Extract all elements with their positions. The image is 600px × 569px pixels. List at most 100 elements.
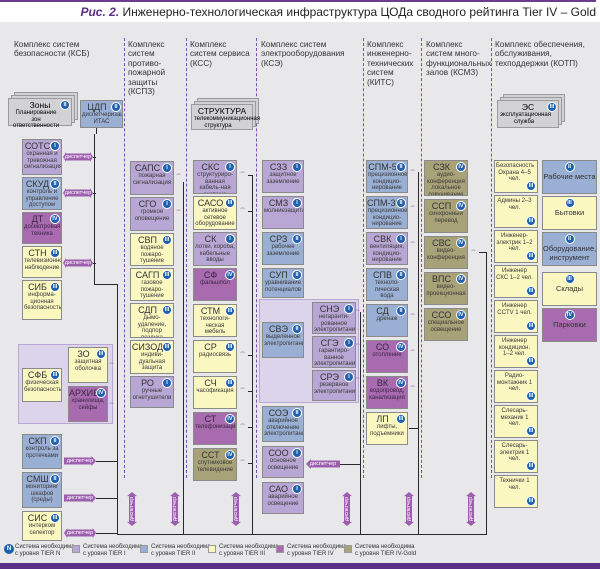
system-desc: дренаж [376, 316, 398, 322]
staff-card[interactable]: Слесарь-механик 1 чел.III [494, 405, 538, 438]
staff-card[interactable]: Технички 1 чел.III [494, 475, 538, 508]
connector-line [96, 498, 117, 500]
system-abbr: ДТ [31, 214, 44, 224]
system-desc: отопление [372, 352, 402, 358]
tier-iii-badge-icon: III [225, 306, 235, 316]
tier-iii-badge-icon: III [162, 270, 172, 280]
staff-card[interactable]: Безопасность Охрана 4–5 чел.III [494, 160, 538, 193]
system-abbr: СИС [27, 513, 48, 523]
system-desc: телефонизация [195, 424, 237, 430]
tier-iv-badge-icon: IV [456, 201, 466, 211]
tier-iii-badge-icon: III [526, 461, 536, 471]
tier-ii-badge-icon: II [292, 408, 302, 418]
staff-card[interactable]: Инженер-электрик 1–2 чел.III [494, 230, 538, 263]
system-desc: громкое оповещение [134, 209, 170, 222]
system-abbr: ЗО [77, 349, 90, 359]
dispatcher-arrow: диспетчер [64, 493, 96, 503]
resource-label: Рабочие места [543, 172, 596, 181]
staff-card[interactable]: Инженер кондицион. 1–2 чел.III [494, 335, 538, 368]
legend-text-line2: с уровня TIER III [219, 551, 266, 557]
tier-iii-badge-icon: III [225, 198, 235, 208]
system-desc: часофикация [196, 388, 234, 394]
figure-title-text: Инженерно-технологическая инфраструктура… [122, 5, 597, 19]
system-abbr: СВК [373, 234, 392, 244]
staff-card[interactable]: Инженер CCTV 1 чел.III [494, 300, 538, 333]
staff-card[interactable]: Радио-монтажник 1 чел.III [494, 370, 538, 403]
tier-i-badge-icon: I [292, 484, 302, 494]
column-heading: Комплекс систем много-функциональных зал… [426, 40, 492, 78]
staff-card[interactable]: Слесарь-электрик 1 чел.III [494, 440, 538, 473]
link-arrow-icon: ⇔ [409, 347, 416, 354]
column-heading: Комплекс инженерно-технических систем (К… [367, 40, 414, 87]
staff-card[interactable]: Инженер СКС 1–2 чел.III [494, 265, 538, 298]
tier-i-badge-icon: I [292, 198, 302, 208]
system-desc: видео-конференция [427, 248, 465, 261]
staff-card[interactable]: Админы 2–3 чел.III [494, 195, 538, 228]
system-desc: прецизионное кондицио-нирование [368, 208, 408, 228]
column-heading: Комплекс систем электрооборудования (КСЭ… [261, 40, 345, 68]
tier-iii-badge-icon: III [162, 235, 172, 245]
